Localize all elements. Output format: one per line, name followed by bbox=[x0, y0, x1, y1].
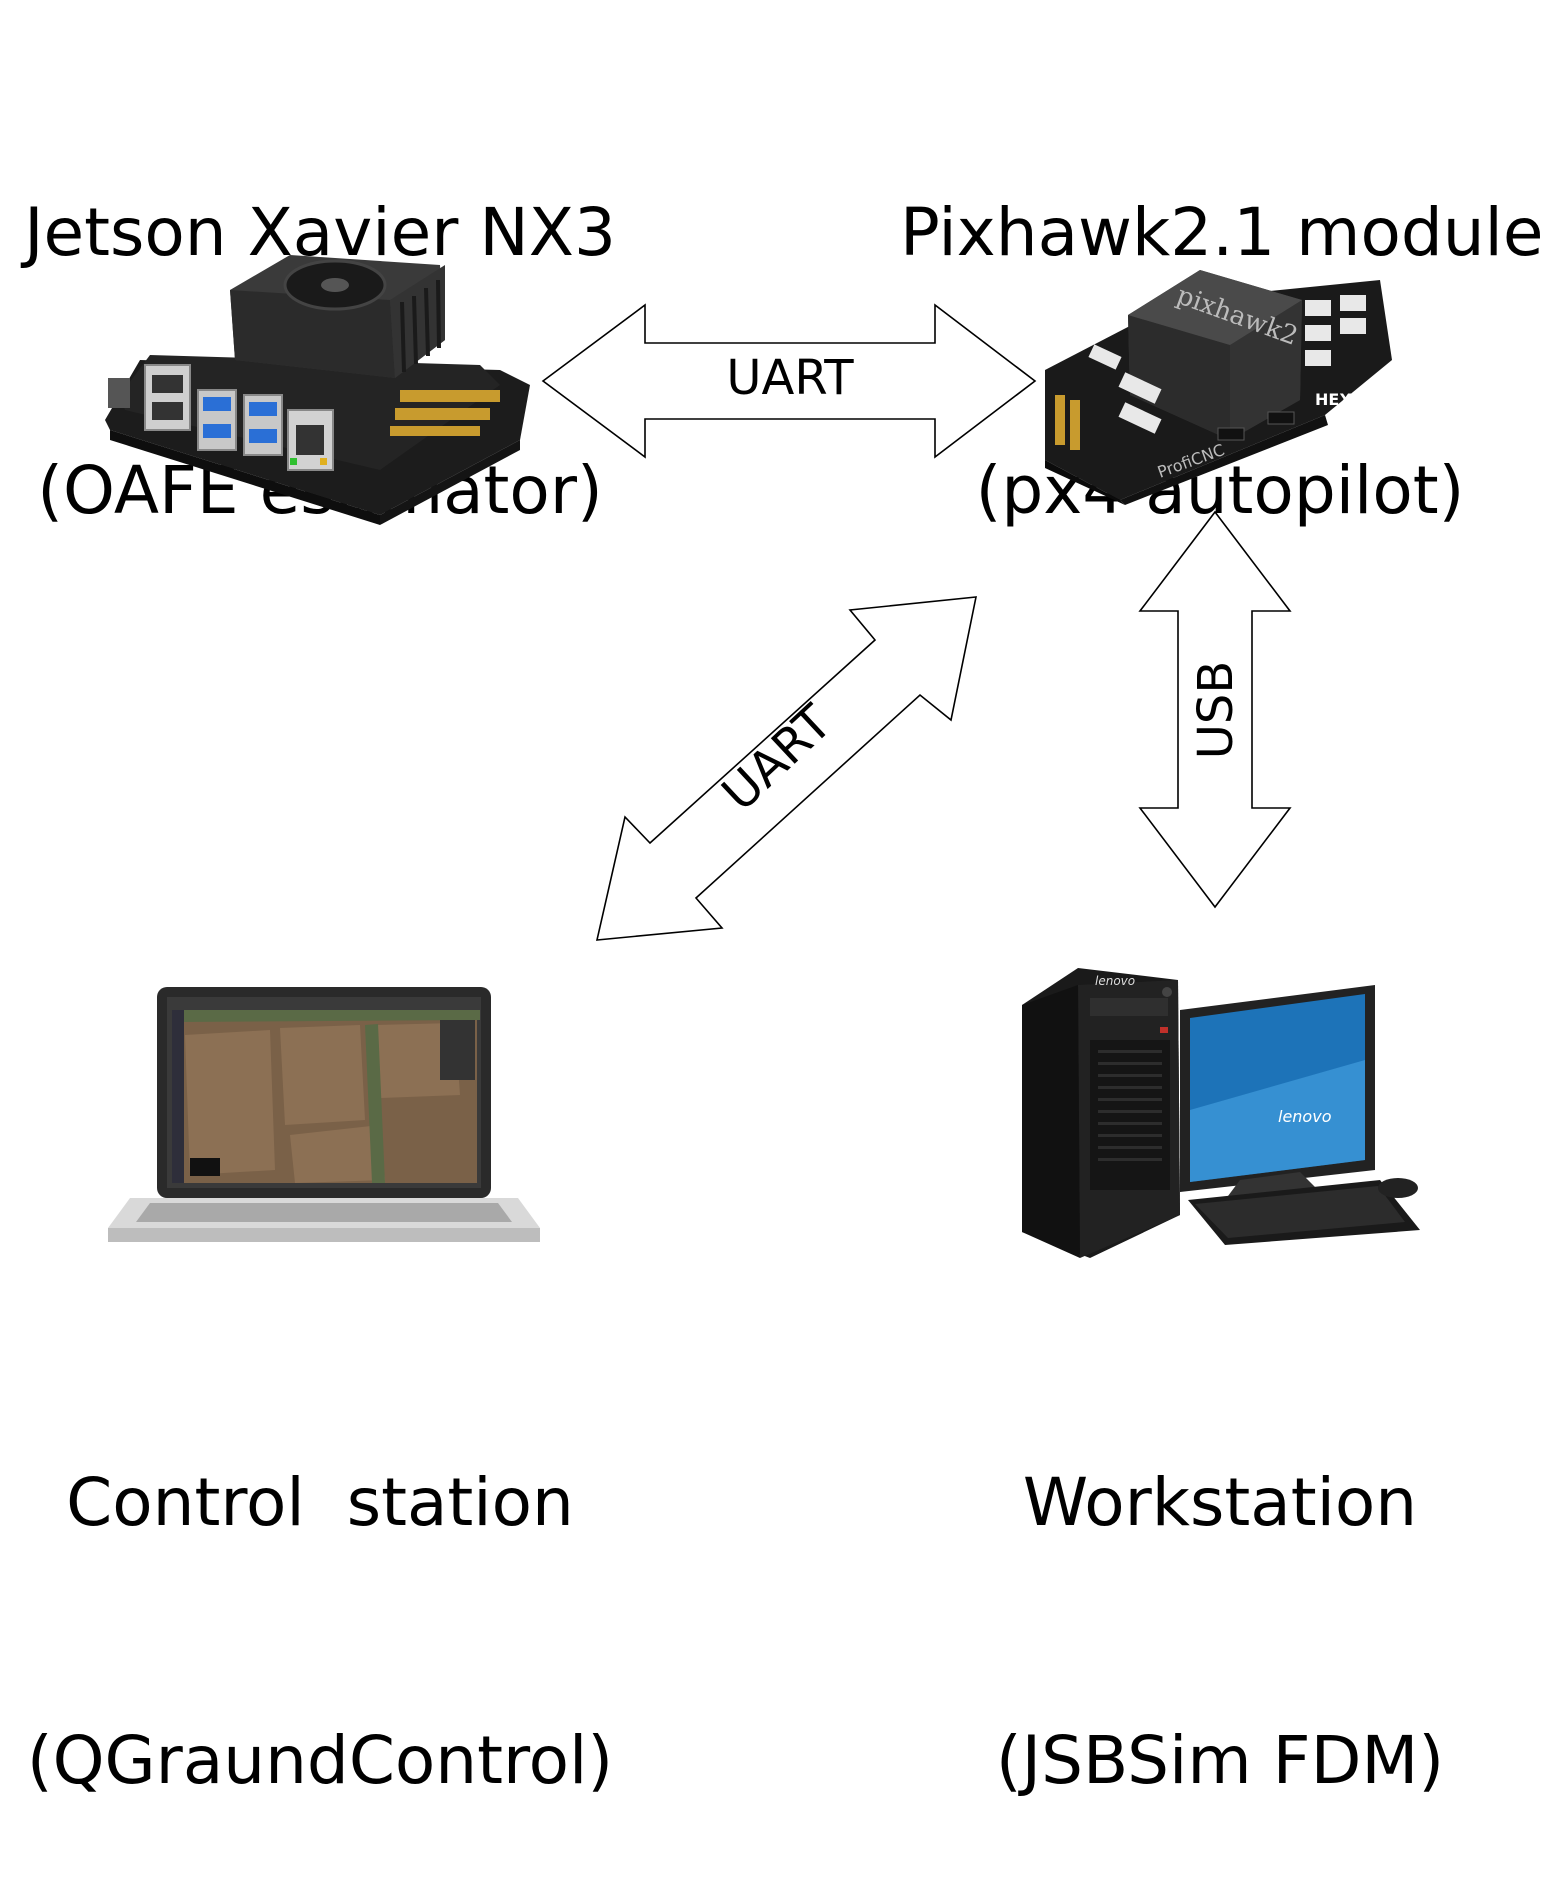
arrow-pixhawk-control bbox=[595, 596, 978, 941]
laptop-icon bbox=[108, 987, 540, 1242]
desktop-pc-icon: lenovo lenovo bbox=[1022, 968, 1420, 1258]
pixhawk-module-icon: pixhawk2 HEX ProfiCNC bbox=[1045, 270, 1392, 505]
connection-label-pixhawk-workstation: USB bbox=[1188, 661, 1244, 760]
pixhawk-brand-text: HEX bbox=[1315, 390, 1352, 409]
jetson-title: Jetson Xavier NX3 bbox=[24, 194, 616, 271]
arrow-jetson-pixhawk bbox=[541, 303, 1037, 459]
workstation-subtitle: (JSBSim FDM) bbox=[995, 1722, 1445, 1799]
diagram-canvas: pixhawk2 HEX ProfiCNC bbox=[105, 255, 1420, 1258]
arrow-pixhawk-workstation bbox=[1138, 510, 1292, 909]
tower-brand-text: lenovo bbox=[1095, 974, 1135, 988]
connection-label-jetson-pixhawk: UART bbox=[726, 350, 854, 406]
pixhawk-label: Pixhawk2.1 module (px4 autopilot) bbox=[900, 18, 1544, 620]
monitor-brand-text: lenovo bbox=[1278, 1107, 1332, 1126]
control-station-subtitle: (QGraundControl) bbox=[26, 1722, 614, 1799]
pixhawk-title: Pixhawk2.1 module bbox=[900, 194, 1544, 271]
jetson-board-icon bbox=[105, 255, 530, 525]
